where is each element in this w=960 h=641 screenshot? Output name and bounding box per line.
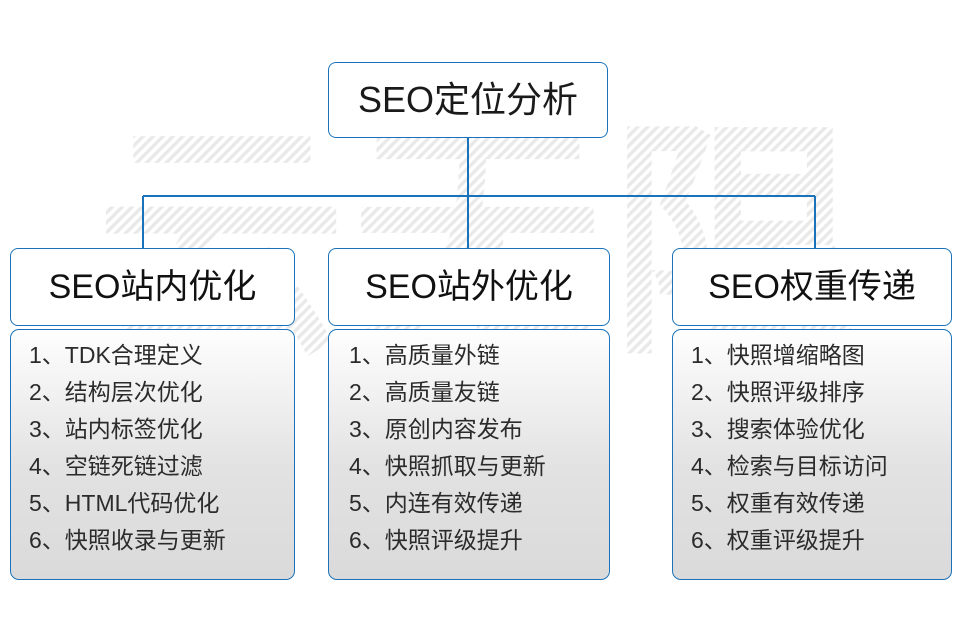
branch-header-title-3: SEO权重传递: [708, 268, 916, 306]
list-item-label: HTML代码优化: [64, 490, 220, 516]
list-item-number: 2、: [29, 379, 65, 405]
list-item-label: 空链死链过滤: [64, 453, 203, 479]
branch-header-3[interactable]: SEO权重传递: [672, 248, 952, 326]
branch-column-seo-weight: SEO权重传递 1、 快照增缩略图 2、 快照评级排序 3、 搜索体验优化 4、: [672, 248, 952, 580]
list-item[interactable]: 2、 快照评级排序: [673, 381, 951, 418]
list-item[interactable]: 5、 HTML代码优化: [11, 492, 294, 529]
list-item[interactable]: 1、 高质量外链: [329, 344, 609, 381]
list-item-label: 权重评级提升: [726, 527, 865, 553]
branch-item-list-1: 1、 TDK合理定义 2、 结构层次优化 3、 站内标签优化 4、 空链死链过滤…: [11, 344, 294, 566]
list-item-label: 快照评级排序: [726, 379, 865, 405]
list-item[interactable]: 2、 结构层次优化: [11, 381, 294, 418]
list-item-label: 快照收录与更新: [64, 527, 226, 553]
list-item[interactable]: 2、 高质量友链: [329, 381, 609, 418]
list-item-number: 3、: [349, 416, 385, 442]
list-item-label: 原创内容发布: [384, 416, 523, 442]
list-item-number: 2、: [691, 379, 727, 405]
list-item-label: 快照评级提升: [384, 527, 523, 553]
list-item-number: 3、: [691, 416, 727, 442]
list-item-number: 2、: [349, 379, 385, 405]
list-item[interactable]: 1、 TDK合理定义: [11, 344, 294, 381]
list-item[interactable]: 1、 快照增缩略图: [673, 344, 951, 381]
list-item-number: 3、: [29, 416, 65, 442]
branch-item-list-2: 1、 高质量外链 2、 高质量友链 3、 原创内容发布 4、 快照抓取与更新 5…: [329, 344, 609, 566]
list-item-label: 快照增缩略图: [726, 342, 865, 368]
list-item-number: 5、: [29, 490, 65, 516]
list-item-label: 检索与目标访问: [726, 453, 888, 479]
list-item-label: 结构层次优化: [64, 379, 203, 405]
list-item[interactable]: 6、 权重评级提升: [673, 529, 951, 566]
list-item-label: TDK合理定义: [64, 342, 203, 368]
list-item-number: 1、: [29, 342, 65, 368]
list-item-number: 4、: [691, 453, 727, 479]
branch-body-1: 1、 TDK合理定义 2、 结构层次优化 3、 站内标签优化 4、 空链死链过滤…: [10, 329, 295, 580]
list-item[interactable]: 5、 权重有效传递: [673, 492, 951, 529]
list-item[interactable]: 4、 空链死链过滤: [11, 455, 294, 492]
list-item-number: 5、: [691, 490, 727, 516]
list-item-number: 4、: [349, 453, 385, 479]
list-item-number: 6、: [691, 527, 727, 553]
list-item-label: 高质量外链: [384, 342, 500, 368]
list-item[interactable]: 3、 原创内容发布: [329, 418, 609, 455]
list-item-number: 1、: [349, 342, 385, 368]
list-item[interactable]: 3、 站内标签优化: [11, 418, 294, 455]
branch-header-title-1: SEO站内优化: [48, 268, 257, 306]
branch-header-title-2: SEO站外优化: [365, 268, 573, 306]
root-node[interactable]: SEO定位分析: [328, 62, 608, 138]
root-node-title: SEO定位分析: [357, 79, 579, 120]
list-item[interactable]: 5、 内连有效传递: [329, 492, 609, 529]
branch-column-seo-onsite: SEO站内优化 1、 TDK合理定义 2、 结构层次优化 3、 站内标签优化 4…: [10, 248, 295, 580]
list-item[interactable]: 6、 快照评级提升: [329, 529, 609, 566]
branch-body-3: 1、 快照增缩略图 2、 快照评级排序 3、 搜索体验优化 4、 检索与目标访问…: [672, 329, 952, 580]
list-item-number: 6、: [349, 527, 385, 553]
list-item-label: 搜索体验优化: [726, 416, 865, 442]
list-item[interactable]: 4、 检索与目标访问: [673, 455, 951, 492]
branch-column-seo-offsite: SEO站外优化 1、 高质量外链 2、 高质量友链 3、 原创内容发布 4、 快: [328, 248, 610, 580]
branch-header-1[interactable]: SEO站内优化: [10, 248, 295, 326]
list-item-number: 5、: [349, 490, 385, 516]
branch-body-2: 1、 高质量外链 2、 高质量友链 3、 原创内容发布 4、 快照抓取与更新 5…: [328, 329, 610, 580]
branch-item-list-3: 1、 快照增缩略图 2、 快照评级排序 3、 搜索体验优化 4、 检索与目标访问…: [673, 344, 951, 566]
list-item[interactable]: 6、 快照收录与更新: [11, 529, 294, 566]
list-item-label: 内连有效传递: [384, 490, 523, 516]
list-item-label: 权重有效传递: [726, 490, 865, 516]
list-item-number: 4、: [29, 453, 65, 479]
list-item-label: 快照抓取与更新: [384, 453, 546, 479]
list-item[interactable]: 3、 搜索体验优化: [673, 418, 951, 455]
branch-header-2[interactable]: SEO站外优化: [328, 248, 610, 326]
list-item-label: 站内标签优化: [64, 416, 203, 442]
list-item[interactable]: 4、 快照抓取与更新: [329, 455, 609, 492]
list-item-label: 高质量友链: [384, 379, 500, 405]
list-item-number: 6、: [29, 527, 65, 553]
list-item-number: 1、: [691, 342, 727, 368]
